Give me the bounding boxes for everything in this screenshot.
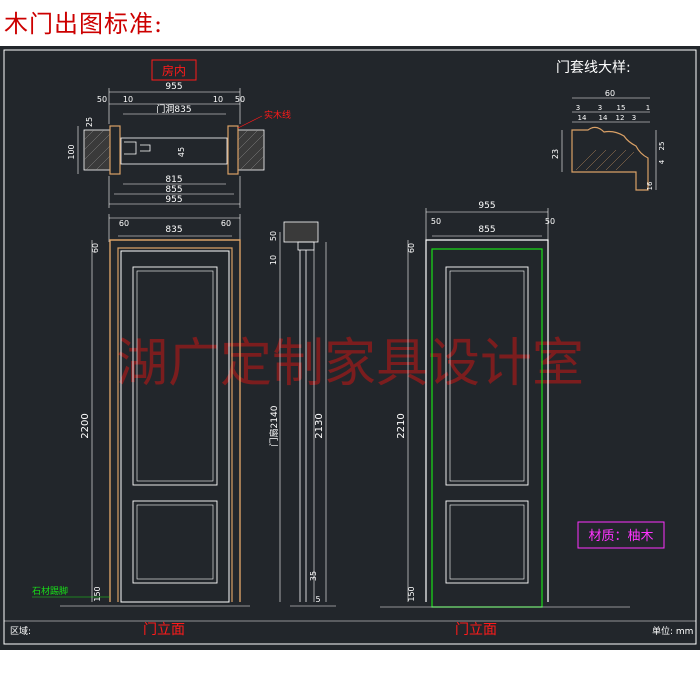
plan-dim-top: 955 xyxy=(165,82,182,92)
section-dim-35: 35 xyxy=(309,571,318,581)
room-label: 房内 xyxy=(162,63,186,78)
profile-dim-3c: 3 xyxy=(632,114,636,122)
elev-right-dim-60v: 60 xyxy=(407,243,416,253)
profile-dim-23: 23 xyxy=(551,149,560,159)
profile-dim-60: 60 xyxy=(605,89,615,98)
elev-right-title: 门立面 xyxy=(455,622,497,638)
elev-right-dim-955: 955 xyxy=(478,201,495,211)
detail-title: 门套线大样: xyxy=(556,60,631,76)
profile-detail: 门套线大样: 60 3 3 15 1 14 14 12 3 23 25 4 16 xyxy=(551,60,666,191)
elev-right-dim-base: 150 xyxy=(407,586,416,601)
elev-right-dim-855: 855 xyxy=(478,225,495,235)
profile-dim-12: 12 xyxy=(616,114,625,122)
plan-dim-small-r: 10 xyxy=(213,95,223,104)
elev-left-dim-height: 2200 xyxy=(80,413,91,438)
profile-dim-15: 15 xyxy=(617,104,626,112)
material-box xyxy=(577,521,665,549)
profile-dim-14: 14 xyxy=(578,114,587,122)
elev-left-dim-60v: 60 xyxy=(91,243,100,253)
elev-left-note-base: 石材踢脚 xyxy=(32,585,68,597)
drawing-background xyxy=(0,46,700,650)
profile-dim-4: 4 xyxy=(658,159,666,164)
plan-dim-100: 100 xyxy=(67,144,76,159)
elev-left-dim-60l: 60 xyxy=(119,219,129,228)
section-dim-5: 5 xyxy=(315,595,320,604)
elev-right-dim-height: 2210 xyxy=(396,413,407,438)
section-dim-50: 50 xyxy=(269,231,278,241)
profile-dim-16: 16 xyxy=(646,181,654,190)
profile-dim-3a: 3 xyxy=(576,104,580,112)
footer-left: 区域: xyxy=(10,625,31,637)
elev-left-dim-835: 835 xyxy=(165,225,182,235)
profile-dim-14b: 14 xyxy=(599,114,608,122)
plan-dim-815: 815 xyxy=(165,175,182,185)
plan-dim-small-l: 50 xyxy=(97,95,107,104)
watermark: 湖广定制家具设计室 xyxy=(116,334,584,394)
plan-note-wood: 实木线 xyxy=(264,109,291,121)
section-dim-total: 2130 xyxy=(314,413,325,438)
elev-left-dim-60r: 60 xyxy=(221,219,231,228)
plan-dim-955b: 955 xyxy=(165,195,182,205)
plan-dim-small-r2: 50 xyxy=(235,95,245,104)
drawing-frame xyxy=(3,49,697,645)
plan-view: 955 50 10 10 50 门洞835 xyxy=(67,82,291,208)
plan-dim-small-l2: 10 xyxy=(123,95,133,104)
elev-right-dim-50l: 50 xyxy=(431,217,441,226)
page-title: 木门出图标准: xyxy=(4,10,164,38)
elev-left-title: 门立面 xyxy=(143,622,185,638)
room-label-box xyxy=(151,59,197,81)
cad-drawing: 湖广定制家具设计室 房内 955 50 10 10 50 门洞835 xyxy=(0,46,700,650)
elevation-left: 60 835 60 60 2200 150 石材踢脚 门立面 xyxy=(32,214,250,638)
profile-dim-3b: 3 xyxy=(598,104,602,112)
elev-right-dim-50r: 50 xyxy=(545,217,555,226)
plan-dim-45: 45 xyxy=(177,147,186,157)
footer-right: 单位: mm xyxy=(652,625,693,637)
profile-dim-25: 25 xyxy=(658,142,666,151)
elev-left-dim-base: 150 xyxy=(93,586,102,601)
plan-dim-opening: 门洞835 xyxy=(156,103,191,115)
material-label: 材质：柚木 xyxy=(588,529,653,544)
profile-dim-1: 1 xyxy=(646,104,650,112)
elevation-right: 955 50 855 50 60 2210 150 门立面 xyxy=(380,201,630,638)
plan-dim-855: 855 xyxy=(165,185,182,195)
section-view: 50 10 门扇2140 2130 35 5 xyxy=(268,221,336,607)
section-dim-door: 门扇2140 xyxy=(268,405,280,446)
plan-dim-25: 25 xyxy=(85,117,94,127)
section-dim-10: 10 xyxy=(269,255,278,265)
